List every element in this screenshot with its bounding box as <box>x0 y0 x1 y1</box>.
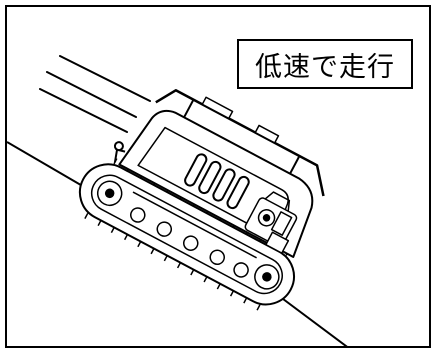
track-inner <box>90 174 283 295</box>
crawler-carrier-illustration <box>7 55 348 346</box>
caption-text: 低速で走行 <box>255 51 395 83</box>
handle-rail <box>155 89 325 197</box>
track-rollers <box>96 180 280 290</box>
crawler-carrier <box>78 89 325 311</box>
illustration-frame: 低速で走行 <box>5 5 431 348</box>
engine-unit <box>244 191 298 254</box>
vent-slots <box>184 153 250 210</box>
caption-box: 低速で走行 <box>237 39 413 89</box>
motion-lines <box>39 55 151 133</box>
